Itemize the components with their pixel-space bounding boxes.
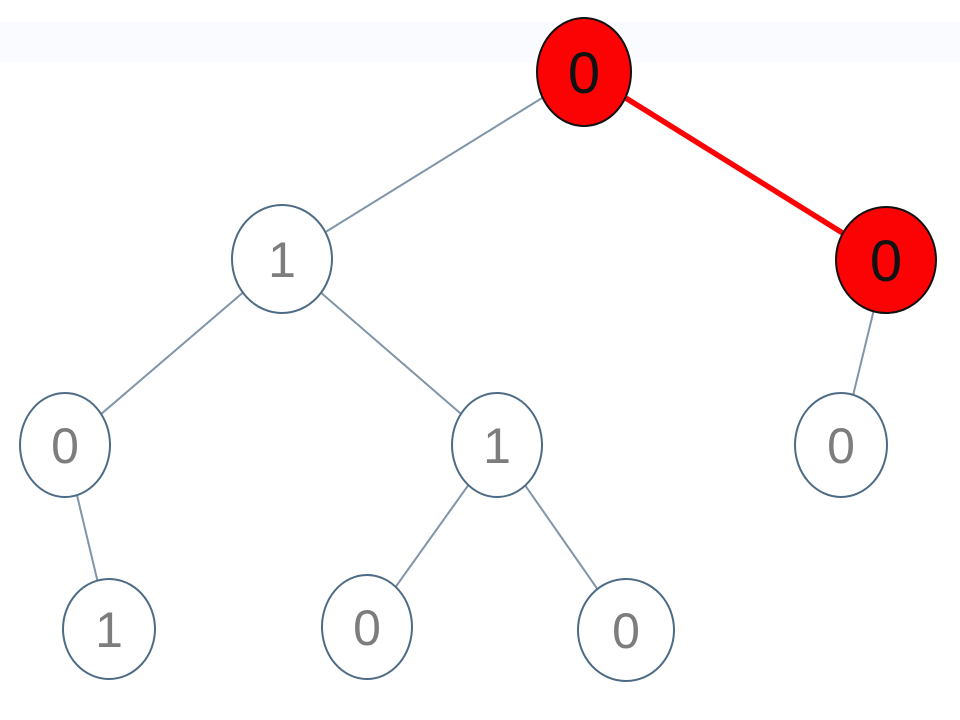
node-ellipse	[577, 578, 675, 682]
tree-node-L: 1	[231, 204, 333, 314]
node-label: 0	[51, 418, 79, 474]
tree-node-root: 0	[536, 17, 632, 127]
tree-node-LRL: 0	[321, 574, 413, 680]
highlighted-tree-edge-root-R	[582, 69, 888, 263]
highlighted-node-ellipse	[536, 17, 632, 127]
node-ellipse	[231, 204, 333, 314]
node-label: 0	[568, 41, 600, 106]
tree-node-LLL: 1	[62, 578, 156, 680]
node-label: 1	[95, 602, 123, 658]
highlighted-node-ellipse	[835, 206, 937, 314]
node-ellipse	[451, 392, 543, 498]
tree-node-LRR: 0	[577, 578, 675, 682]
tree-node-LR: 1	[451, 392, 543, 498]
node-label: 1	[268, 232, 296, 288]
node-label: 0	[870, 229, 902, 294]
tree-node-LL: 0	[19, 392, 111, 498]
top-background-band	[0, 22, 960, 62]
node-label: 0	[353, 600, 381, 656]
tree-node-R: 0	[835, 206, 937, 314]
tree-nodes: 0 1 0 0 1 0 1 0 0	[19, 17, 937, 682]
node-label: 1	[483, 418, 511, 474]
node-label: 0	[612, 603, 640, 659]
node-ellipse	[19, 392, 111, 498]
tree-node-RL: 0	[794, 392, 888, 498]
tree-edge-root-L	[281, 71, 585, 260]
tree-edges	[64, 69, 888, 631]
node-label: 0	[827, 418, 855, 474]
node-ellipse	[321, 574, 413, 680]
node-ellipse	[62, 578, 156, 680]
node-ellipse	[794, 392, 888, 498]
